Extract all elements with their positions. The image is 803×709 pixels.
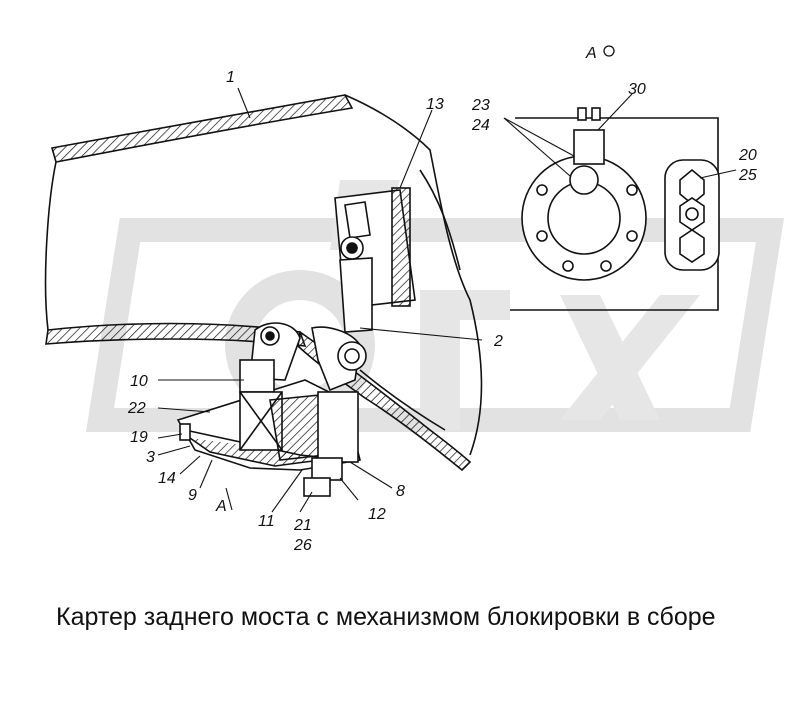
view-letter-bottom: А bbox=[215, 498, 227, 515]
callout-11: 11 bbox=[258, 513, 275, 530]
callout-13: 13 bbox=[426, 96, 444, 113]
callout-labels: 1 2 3 8 9 10 11 12 13 14 19 20 21 22 23 … bbox=[127, 69, 757, 554]
leader-lines bbox=[157, 87, 737, 513]
callout-10: 10 bbox=[130, 373, 148, 390]
callout-22: 22 bbox=[127, 400, 146, 417]
callout-9: 9 bbox=[188, 487, 197, 504]
callout-3: 3 bbox=[146, 449, 155, 466]
view-letter-top: А bbox=[585, 45, 597, 62]
callout-30: 30 bbox=[628, 81, 646, 98]
callout-2: 2 bbox=[493, 333, 503, 350]
callout-1: 1 bbox=[226, 69, 235, 86]
fork-bracket bbox=[334, 187, 416, 333]
callout-23: 23 bbox=[471, 97, 490, 114]
callout-20: 20 bbox=[738, 147, 757, 164]
callout-14: 14 bbox=[158, 470, 176, 487]
callout-8: 8 bbox=[396, 483, 405, 500]
callout-26: 26 bbox=[293, 537, 312, 554]
lower-cover bbox=[176, 359, 361, 497]
figure-caption: Картер заднего моста с механизмом блокир… bbox=[56, 603, 716, 631]
view-a-detail bbox=[510, 107, 720, 311]
callout-21: 21 bbox=[293, 517, 312, 534]
callout-19: 19 bbox=[130, 429, 148, 446]
view-a-label: А А bbox=[215, 45, 615, 515]
callout-12: 12 bbox=[368, 506, 386, 523]
callout-25: 25 bbox=[738, 167, 757, 184]
callout-24: 24 bbox=[471, 117, 490, 134]
